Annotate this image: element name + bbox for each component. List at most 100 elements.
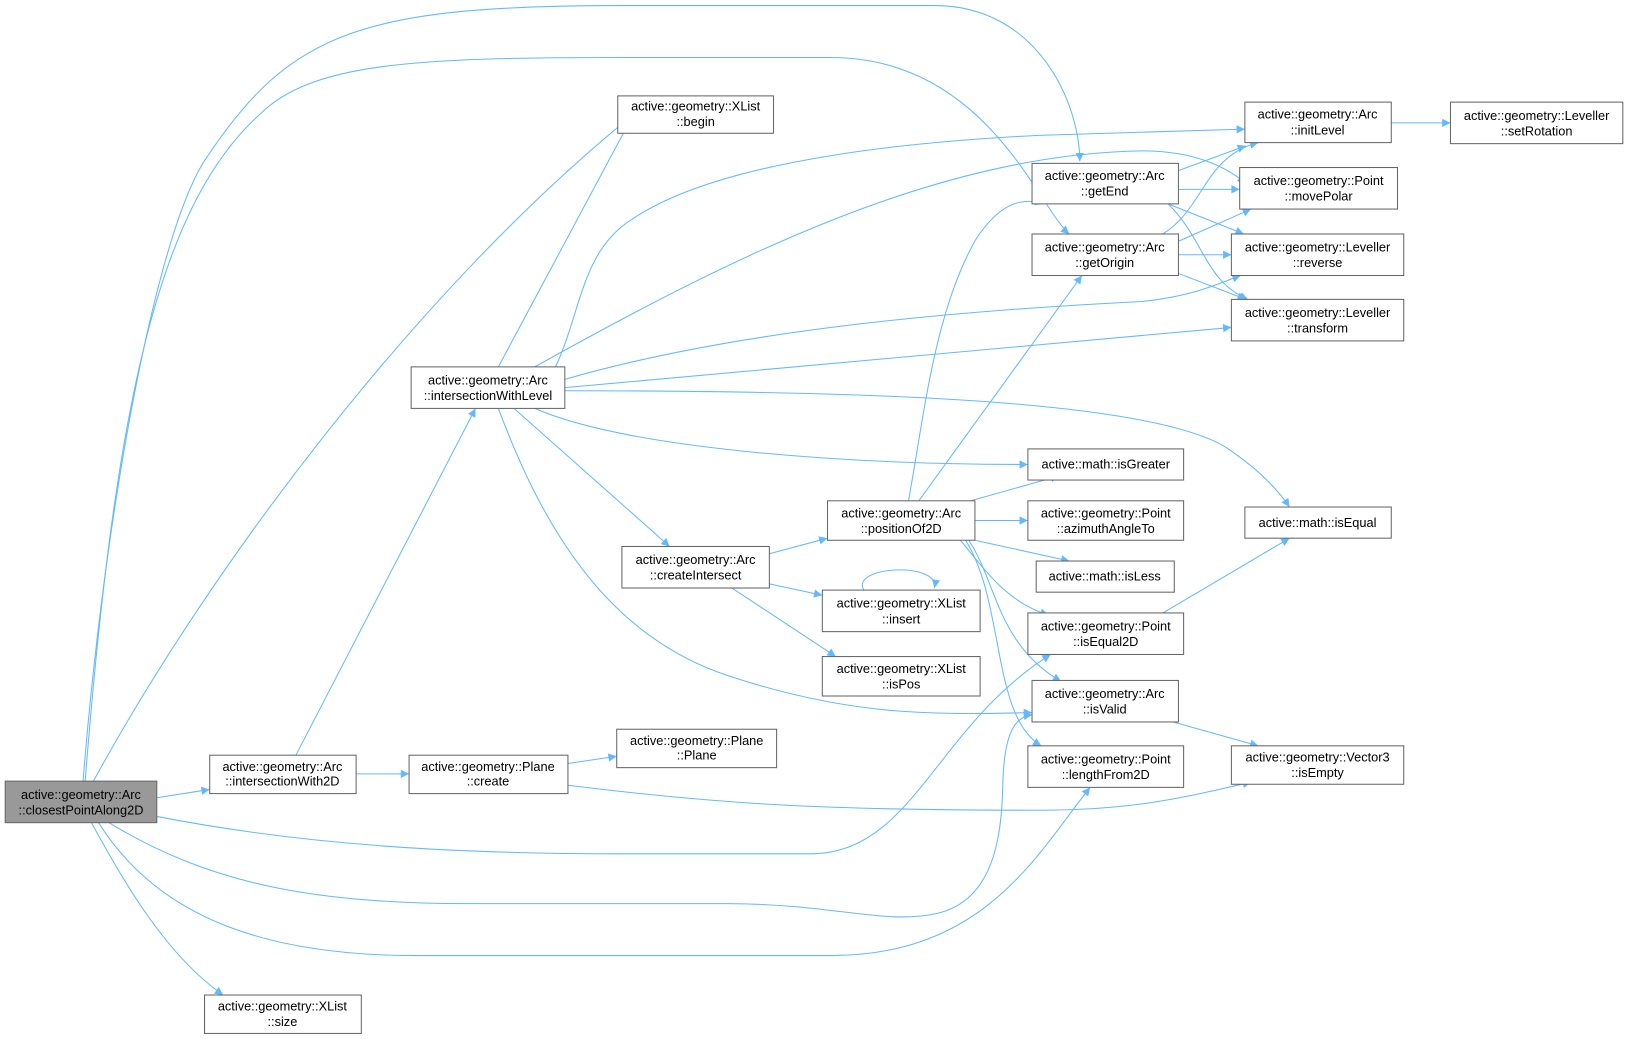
svg-text:active::geometry::Vector3: active::geometry::Vector3 (1246, 749, 1390, 764)
svg-text:::intersectionWithLevel: ::intersectionWithLevel (424, 388, 552, 403)
edge-closest-getorigin (84, 56, 1070, 782)
svg-text:active::geometry::Point: active::geometry::Point (1254, 173, 1384, 188)
svg-text:::getEnd: ::getEnd (1081, 184, 1129, 199)
edge-insert-self (861, 569, 941, 591)
node-xlist-begin[interactable]: active::geometry::XList::begin (617, 95, 775, 134)
node-xlist-ispos[interactable]: active::geometry::XList::isPos (821, 656, 981, 697)
svg-text:active::geometry::Arc: active::geometry::Arc (21, 787, 142, 802)
svg-text:active::geometry::Arc: active::geometry::Arc (1045, 240, 1166, 255)
edge-positionof2d-lengthfrom2d (965, 539, 1042, 747)
svg-text:active::geometry::XList: active::geometry::XList (218, 999, 348, 1014)
svg-text:active::geometry::Leveller: active::geometry::Leveller (1245, 305, 1391, 320)
node-azimuth-angle-to[interactable]: active::geometry::Point::azimuthAngleTo (1027, 500, 1185, 541)
edge-withlevel-begin (497, 114, 634, 368)
svg-text:::closestPointAlong2D: ::closestPointAlong2D (19, 802, 144, 817)
edges (82, 5, 1451, 996)
edge-closest-intersectionwith2d (156, 786, 210, 799)
svg-text:::transform: ::transform (1287, 321, 1348, 336)
edge-getend-transform (1167, 203, 1249, 300)
svg-text:::initLevel: ::initLevel (1291, 122, 1345, 137)
edge-getorigin-transform (1178, 272, 1247, 301)
svg-text:::isEmpty: ::isEmpty (1291, 765, 1344, 780)
svg-text:::insert: ::insert (882, 611, 921, 626)
node-plane-create[interactable]: active::geometry::Plane::create (408, 754, 569, 795)
edge-withlevel-transform (564, 324, 1232, 389)
svg-text:active::geometry::Point: active::geometry::Point (1041, 751, 1171, 766)
svg-text:::begin: ::begin (676, 114, 714, 129)
edge-getorigin-movepolar (1178, 208, 1252, 242)
svg-text:active::math::isEqual: active::math::isEqual (1259, 515, 1377, 530)
svg-text:active::geometry::Plane: active::geometry::Plane (630, 733, 763, 748)
svg-text:active::geometry::Arc: active::geometry::Arc (841, 505, 962, 520)
svg-text:::lengthFrom2D: ::lengthFrom2D (1062, 767, 1150, 782)
svg-text:::isPos: ::isPos (882, 677, 920, 692)
edge-withlevel-isvalid (497, 408, 1033, 717)
svg-text:active::math::isGreater: active::math::isGreater (1042, 457, 1171, 472)
svg-text:::intersectionWith2D: ::intersectionWith2D (225, 773, 339, 788)
svg-text:active::geometry::Arc: active::geometry::Arc (636, 552, 757, 567)
svg-text:active::geometry::Arc: active::geometry::Arc (222, 759, 343, 774)
node-xlist-size[interactable]: active::geometry::XList::size (204, 994, 362, 1034)
edge-closest-lengthfrom2d (98, 787, 1091, 957)
svg-text:::isEqual2D: ::isEqual2D (1073, 634, 1138, 649)
svg-text:active::geometry::Arc: active::geometry::Arc (1045, 686, 1166, 701)
svg-text:active::geometry::Arc: active::geometry::Arc (428, 373, 549, 388)
node-math-is-greater[interactable]: active::math::isGreater (1027, 448, 1185, 481)
node-closest-point-along-2d[interactable]: active::geometry::Arc::closestPointAlong… (4, 780, 158, 824)
node-get-end[interactable]: active::geometry::Arc::getEnd (1031, 162, 1179, 205)
node-reverse[interactable]: active::geometry::Leveller::reverse (1230, 233, 1405, 277)
node-move-polar[interactable]: active::geometry::Point::movePolar (1239, 167, 1399, 210)
edge-getend-initlevel (1178, 144, 1247, 172)
svg-text:::reverse: ::reverse (1293, 255, 1343, 270)
edge-withlevel-reverse (564, 274, 1241, 380)
edge-withlevel-isgreater (534, 407, 1028, 469)
edge-closest-begin (92, 114, 634, 782)
svg-text:::azimuthAngleTo: ::azimuthAngleTo (1057, 521, 1155, 536)
node-create-intersect[interactable]: active::geometry::Arc::createIntersect (621, 545, 770, 589)
edge-isvalid-isempty (1173, 721, 1259, 748)
svg-text:active::geometry::Leveller: active::geometry::Leveller (1464, 108, 1610, 123)
svg-text:active::geometry::Point: active::geometry::Point (1041, 619, 1171, 634)
svg-text:::setRotation: ::setRotation (1501, 123, 1573, 138)
nodes: active::geometry::Arc::closestPointAlong… (4, 95, 1624, 1034)
svg-text:::Plane: ::Plane (677, 747, 717, 762)
node-math-is-equal[interactable]: active::math::isEqual (1244, 506, 1392, 539)
svg-text:::createIntersect: ::createIntersect (650, 568, 742, 583)
node-intersection-with-level[interactable]: active::geometry::Arc::intersectionWithL… (410, 366, 566, 409)
node-vector3-is-empty[interactable]: active::geometry::Vector3::isEmpty (1230, 745, 1405, 785)
node-math-is-less[interactable]: active::math::isLess (1035, 560, 1175, 593)
edge-positionof2d-getorigin (918, 275, 1083, 502)
node-transform[interactable]: active::geometry::Leveller::transform (1230, 298, 1405, 342)
edge-withlevel-initlevel (555, 125, 1245, 368)
svg-text:active::geometry::XList: active::geometry::XList (631, 98, 761, 113)
edge-withlevel-createintersect (513, 408, 671, 547)
edge-positionof2d-getend (907, 197, 1044, 501)
node-position-of-2d[interactable]: active::geometry::Arc::positionOf2D (826, 500, 976, 541)
node-is-valid[interactable]: active::geometry::Arc::isValid (1031, 679, 1179, 723)
node-length-from-2d[interactable]: active::geometry::Point::lengthFrom2D (1027, 745, 1185, 788)
node-init-level[interactable]: active::geometry::Arc::initLevel (1244, 101, 1392, 144)
svg-text:active::geometry::Plane: active::geometry::Plane (421, 759, 554, 774)
edge-closest-getend (82, 5, 1084, 782)
svg-text:active::geometry::Point: active::geometry::Point (1041, 505, 1171, 520)
node-intersection-with-2d[interactable]: active::geometry::Arc::intersectionWith2… (209, 754, 357, 795)
edge-isequal2d-isequal (1162, 537, 1290, 614)
node-xlist-insert[interactable]: active::geometry::XList::insert (821, 589, 981, 633)
svg-text:active::geometry::Arc: active::geometry::Arc (1045, 168, 1166, 183)
svg-text:active::geometry::Leveller: active::geometry::Leveller (1245, 240, 1391, 255)
edge-createintersect-insert (769, 583, 823, 598)
svg-text:active::geometry::Arc: active::geometry::Arc (1258, 107, 1379, 122)
node-get-origin[interactable]: active::geometry::Arc::getOrigin (1031, 233, 1179, 277)
svg-text:active::geometry::XList: active::geometry::XList (837, 596, 967, 611)
node-set-rotation[interactable]: active::geometry::Leveller::setRotation (1449, 101, 1624, 145)
node-is-equal-2d[interactable]: active::geometry::Point::isEqual2D (1027, 612, 1185, 655)
edge-positionof2d-isvalid (968, 539, 1062, 682)
svg-text:::positionOf2D: ::positionOf2D (861, 521, 942, 536)
node-plane-plane[interactable]: active::geometry::Plane::Plane (616, 728, 778, 769)
edge-closest-size (90, 822, 224, 996)
edge-createintersect-positionof2d (769, 536, 828, 555)
edge-closest-isequal2d (156, 654, 1051, 855)
edge-createintersect-ispos (731, 587, 837, 657)
svg-text:::size: ::size (268, 1014, 298, 1029)
